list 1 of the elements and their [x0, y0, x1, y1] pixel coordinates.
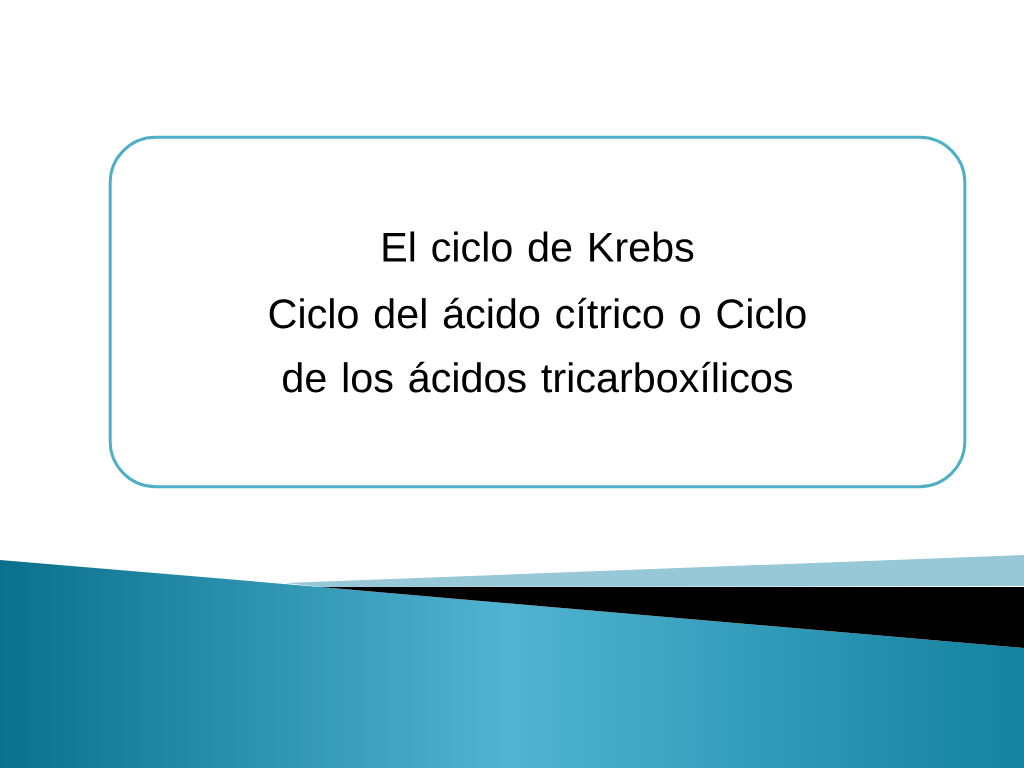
title-box: El ciclo de Krebs Ciclo del ácido cítrico o Ciclo de los ácidos tricarboxílicos — [108, 135, 967, 489]
